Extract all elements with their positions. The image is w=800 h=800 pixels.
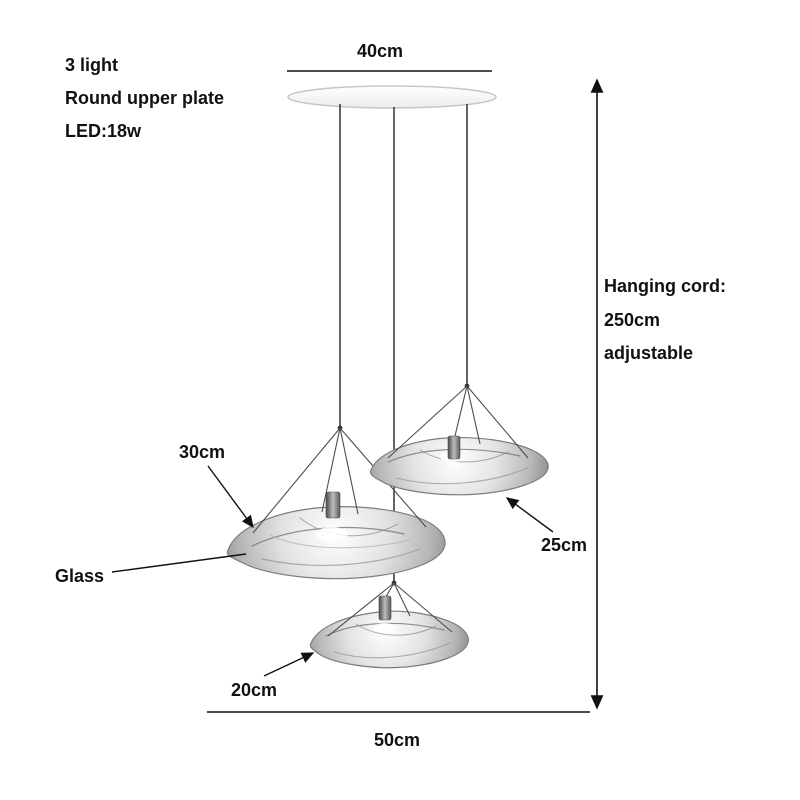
ceiling-plate-disc — [287, 85, 497, 109]
suspension-wire — [393, 582, 411, 617]
glass-swirl — [395, 467, 529, 485]
ceiling-plate — [287, 85, 497, 109]
pendant-shade-medium — [369, 385, 549, 496]
dim-plate-width: 40cm — [287, 41, 492, 72]
hanging-cord-label-1: Hanging cord: — [604, 276, 726, 296]
lamp-holder-medium — [447, 435, 461, 460]
suspension-wire — [339, 427, 359, 515]
suspension-wire — [321, 427, 341, 513]
material-label: Glass — [55, 566, 104, 586]
dim-small-shade-label: 20cm — [231, 680, 277, 700]
hanging-cord-label-3: adjustable — [604, 343, 693, 363]
glass-disc-medium — [369, 437, 549, 496]
pendant-shade-small — [309, 582, 469, 669]
glass-swirl — [333, 642, 451, 659]
material-leader — [111, 553, 247, 573]
dim-small-shade-leader — [263, 652, 315, 677]
bulb-glow — [328, 533, 338, 543]
suspension-wire — [393, 582, 453, 633]
glass-swirl — [269, 534, 411, 549]
lamp-holder-small — [378, 595, 392, 621]
dim-medium-shade-leader — [505, 497, 554, 533]
suspension-wire — [387, 385, 468, 459]
glass-swirl — [355, 623, 437, 636]
lamp-holder-large — [325, 491, 341, 519]
dim-total-width-label: 50cm — [374, 730, 420, 750]
pendant-shade-large — [226, 427, 446, 580]
dim-medium-shade: 25cm — [505, 497, 587, 555]
dim-medium-shade-label: 25cm — [541, 535, 587, 555]
dim-hanging-cord: Hanging cord: 250cm adjustable — [590, 78, 726, 710]
glass-swirl — [387, 448, 521, 463]
glass-disc-large — [226, 506, 446, 580]
dim-large-shade-leader — [207, 465, 254, 529]
spec-led-wattage: LED:18w — [65, 121, 142, 141]
suspension-wire — [327, 582, 395, 637]
spec-block: 3 light Round upper plate LED:18w — [65, 55, 224, 141]
dim-total-width: 50cm — [207, 711, 590, 750]
spec-plate-type: Round upper plate — [65, 88, 224, 108]
suspension-wire — [453, 385, 468, 441]
material-label-group: Glass — [55, 553, 247, 586]
suspension-wire — [466, 385, 481, 445]
dim-large-shade-label: 30cm — [179, 442, 225, 462]
glass-swirl — [325, 622, 445, 637]
suspension-wire — [466, 385, 529, 459]
dim-plate-width-label: 40cm — [357, 41, 403, 61]
dim-large-shade: 30cm — [179, 442, 254, 529]
glass-swirl — [419, 449, 509, 463]
glass-highlight — [373, 623, 395, 633]
glass-swirl — [261, 548, 421, 567]
hanging-cord-label-2: 250cm — [604, 310, 660, 330]
dim-small-shade: 20cm — [231, 652, 315, 700]
suspension-wire — [252, 427, 341, 534]
spec-light-count: 3 light — [65, 55, 118, 75]
